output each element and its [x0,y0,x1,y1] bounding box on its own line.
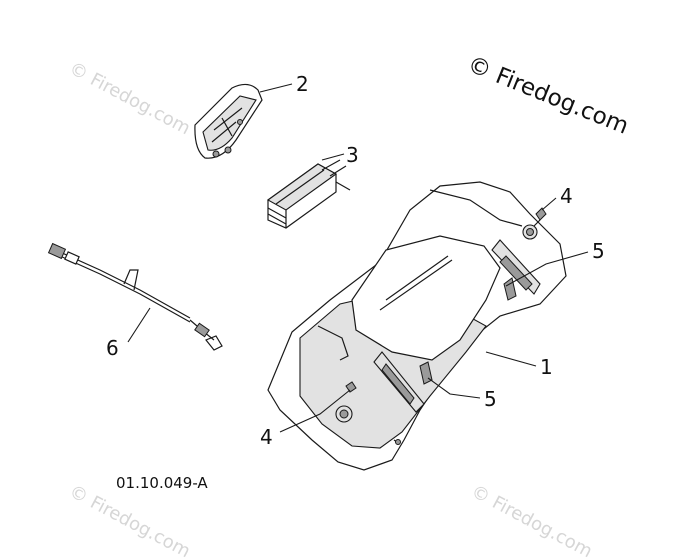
leader-5-top [505,251,589,287]
watermark-top-left: © Firedog.com [66,58,194,139]
leader-3 [321,153,345,161]
callout-3: 3 [346,143,359,167]
leader-4-top [541,197,557,211]
watermark-bottom-left: © Firedog.com [66,481,194,559]
part-6-wiring-harness [47,242,223,351]
part-2-cover [194,83,263,159]
leader-1 [485,351,537,367]
watermark-main: © Firedog.com [464,51,632,139]
part-3-module [266,159,351,229]
leader-4-bottom [279,389,351,433]
watermark-bottom-right: © Firedog.com [468,481,596,559]
callout-4-top: 4 [560,184,573,208]
leader-6 [127,307,151,343]
part-4-screw-bottom [345,381,357,393]
leader-5-bottom [427,377,481,399]
callout-4-bottom: 4 [260,425,273,449]
part-4-screw-top [533,207,547,227]
leader-2 [259,83,293,93]
callout-5-top: 5 [592,239,605,263]
callout-6: 6 [106,336,119,360]
callout-1: 1 [540,355,553,379]
diagram-part-code: 01.10.049-A [116,474,208,492]
callout-5-bottom: 5 [484,387,497,411]
part-1-housing [267,181,567,471]
callout-2: 2 [296,72,309,96]
